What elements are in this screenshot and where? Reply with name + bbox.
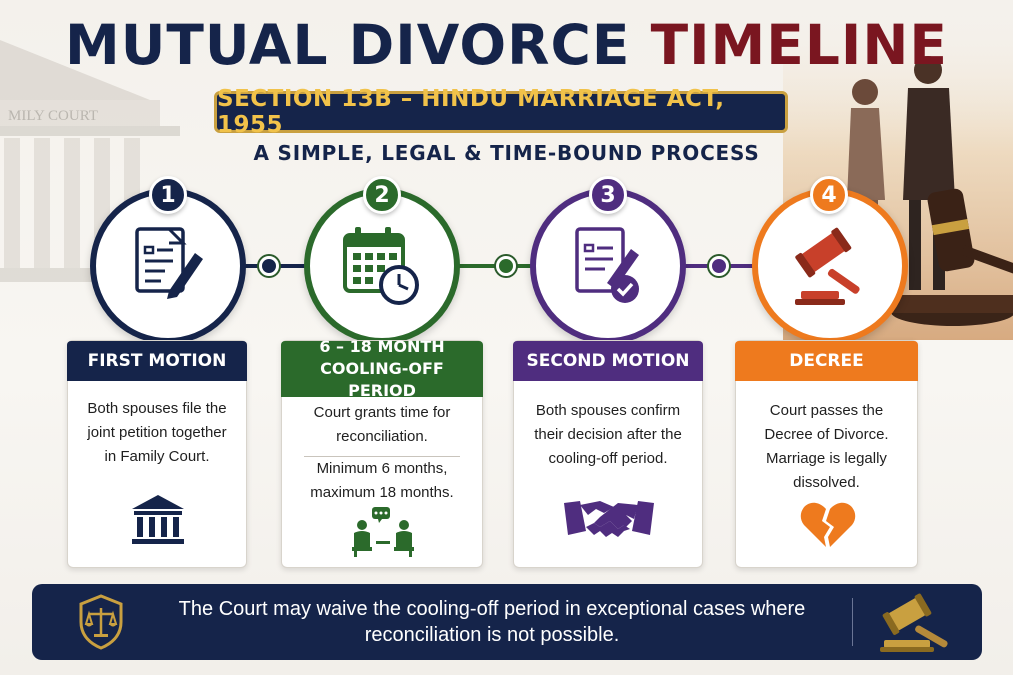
- page-title: MUTUAL DIVORCE TIMELINE: [0, 12, 1013, 78]
- document-pen-icon: [135, 227, 203, 299]
- courthouse-icon: [132, 495, 184, 544]
- step-2-heading: 6 – 18 MONTH COOLING-OFF PERIOD: [281, 337, 483, 400]
- step-4-heading-text: DECREE: [789, 351, 864, 371]
- step-1-heading-text: FIRST MOTION: [87, 351, 227, 371]
- step-4-card: DECREE Court passes the Decree of Divorc…: [735, 340, 918, 568]
- step-3-description: Both spouses confirm their decision afte…: [534, 402, 682, 467]
- document-check-icon: [575, 227, 639, 303]
- subtitle-text: SECTION 13B – HINDU MARRIAGE ACT, 1955: [217, 86, 725, 138]
- step-3-heading: SECOND MOTION: [513, 341, 703, 381]
- step-2-circle: [304, 188, 460, 344]
- step-2-card: 6 – 18 MONTH COOLING-OFF PERIOD Court gr…: [281, 337, 483, 568]
- subtitle-banner: SECTION 13B – HINDU MARRIAGE ACT, 1955: [214, 86, 788, 138]
- connector-dot-1: [259, 256, 279, 276]
- step-4-description: Court passes the Decree of Divorce. Marr…: [764, 402, 889, 491]
- footer-text: The Court may waive the cooling-off peri…: [178, 598, 806, 646]
- calendar-clock-icon: [343, 227, 419, 305]
- title-part2: TIMELINE: [650, 13, 948, 77]
- tagline: A SIMPLE, LEGAL & TIME-BOUND PROCESS: [253, 141, 760, 165]
- step-3-heading-text: SECOND MOTION: [526, 351, 690, 371]
- step-3-circle: [530, 188, 686, 344]
- step-2-description-2: Minimum 6 months, maximum 18 months.: [310, 460, 454, 501]
- step-1-number: 1: [149, 176, 187, 214]
- step-1-heading: FIRST MOTION: [67, 341, 247, 381]
- gavel-icon: [795, 227, 860, 305]
- step-4-heading: DECREE: [735, 341, 918, 381]
- connector-dot-2: [496, 256, 516, 276]
- step-4-number: 4: [810, 176, 848, 214]
- step-2-heading-text: 6 – 18 MONTH COOLING-OFF PERIOD: [319, 337, 445, 400]
- step-3-number: 3: [589, 176, 627, 214]
- footer-gavel-icon: [880, 593, 948, 652]
- footer-divider: [852, 598, 853, 646]
- title-part1: MUTUAL DIVORCE: [65, 13, 631, 77]
- step-1-description: Both spouses file the joint petition tog…: [87, 400, 227, 465]
- footer-banner: The Court may waive the cooling-off peri…: [32, 584, 982, 660]
- connector-dot-3: [709, 256, 729, 276]
- broken-heart-icon: [800, 502, 856, 547]
- step-2-description: Court grants time for reconciliation.: [313, 404, 451, 445]
- step-1-card: FIRST MOTION Both spouses file the joint…: [67, 340, 247, 568]
- scales-shield-icon: [79, 594, 123, 650]
- step-2-number: 2: [363, 176, 401, 214]
- handshake-icon: [564, 501, 654, 537]
- counseling-icon: [352, 507, 414, 557]
- court-sign-text: MILY COURT: [8, 108, 98, 124]
- step-3-card: SECOND MOTION Both spouses confirm their…: [513, 340, 703, 568]
- step-2-divider: [304, 456, 460, 457]
